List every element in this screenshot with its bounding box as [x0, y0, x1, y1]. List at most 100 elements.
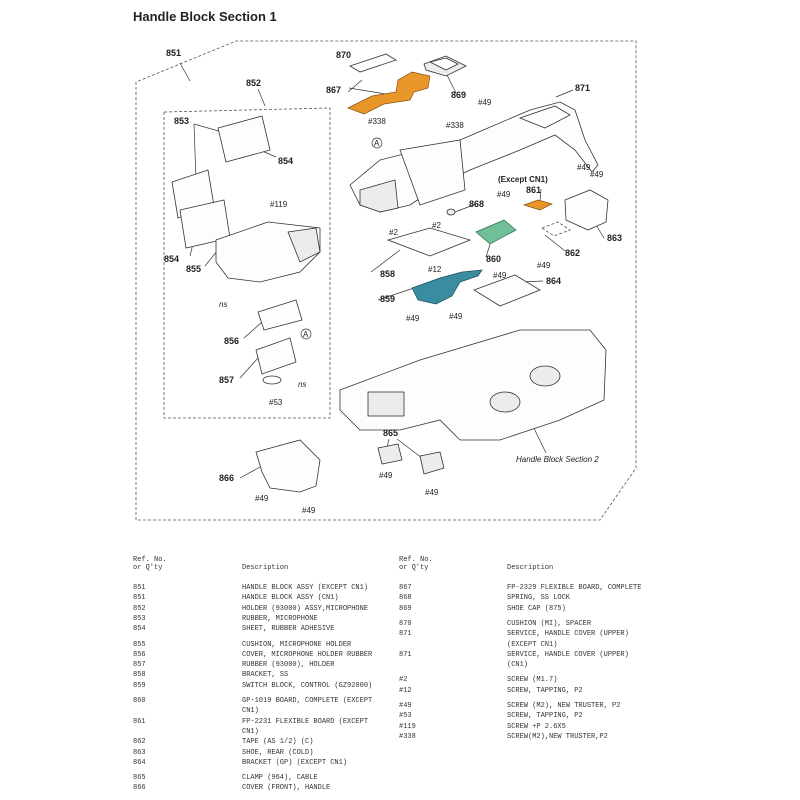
- note-screw-338-2: #338: [446, 121, 464, 130]
- table-row-description: SWITCH BLOCK, CONTROL (GZ92000): [242, 681, 373, 690]
- callout-870: 870: [336, 50, 351, 60]
- header-ref-line1: Ref. No.: [133, 556, 167, 564]
- note-screw-119: #119: [270, 200, 288, 209]
- table-row-description: SERVICE, HANDLE COVER (UPPER): [507, 650, 629, 659]
- table-row-description: HANDLE BLOCK ASSY (CN1): [242, 594, 339, 603]
- callout-863: 863: [607, 233, 622, 243]
- table-row-ref: 871: [399, 630, 412, 639]
- table-row-description: SHOE, REAR (COLD): [242, 748, 314, 757]
- table-row-ref: 856: [133, 650, 146, 659]
- table-row-ref: #2: [399, 676, 408, 685]
- part-864-bracket-gp: [473, 274, 541, 307]
- note-screw-49-6: #49: [537, 261, 551, 270]
- table-row-ref: 857: [133, 661, 146, 670]
- part-859-switch-block: [411, 269, 483, 305]
- part-867-flexible-board: [347, 71, 431, 115]
- table-row-description: SCREW (M2), NEW TRUSTER, P2: [507, 702, 621, 710]
- table-row-description: SCREW (M1.7): [507, 676, 558, 685]
- callout-853: 853: [174, 116, 189, 126]
- note-screw-2: #2: [389, 228, 398, 237]
- table-row-ref: 868: [399, 594, 412, 603]
- note-screw-49-11: #49: [255, 494, 269, 503]
- table-row-ref: 861: [133, 717, 146, 726]
- part-863-rear-shoe: [564, 189, 609, 231]
- note-screw-49-4: #49: [497, 190, 511, 199]
- table-row-ref: 871: [399, 650, 412, 659]
- table-row-description: CUSHION (MI), SPACER: [507, 619, 592, 628]
- note-screw-49-3: #49: [590, 170, 604, 179]
- table-row-ref: 862: [133, 738, 146, 747]
- note-screw-2-2: #2: [432, 221, 441, 230]
- callout-864: 864: [546, 276, 561, 286]
- table-row-description: CN1): [242, 727, 259, 736]
- note-screw-49-9: #49: [379, 471, 393, 480]
- page-title: Handle Block Section 1: [133, 9, 277, 24]
- table-row-description: SERVICE, HANDLE COVER (UPPER): [507, 630, 629, 639]
- microphone-holder-boundary: [163, 107, 331, 419]
- screw-notes: #49 #338 #338 #49 #49 (Except CN1) #49 #…: [219, 98, 604, 515]
- part-856-cover: [257, 299, 303, 331]
- table-row-description: (EXCEPT CN1): [507, 640, 558, 649]
- table-row-ref: 853: [133, 614, 146, 623]
- header-ref-line2: or Q'ty: [133, 564, 163, 572]
- table-row-description: RUBBER, MICROPHONE: [242, 614, 318, 623]
- table-row-description: SHOE CAP (875): [507, 604, 566, 613]
- table-row-description: RUBBER (93000), HOLDER: [242, 661, 335, 670]
- callout-859: 859: [380, 294, 395, 304]
- table-row-description: SCREW(M2),NEW TRUSTER,P2: [507, 732, 608, 741]
- table-row-description: FP-2329 FLEXIBLE BOARD, COMPLETE: [507, 584, 642, 592]
- table-row-ref: #49: [399, 702, 412, 710]
- note-screw-49: #49: [478, 98, 492, 107]
- table-row-ref: 851: [133, 584, 146, 592]
- table-row-description: SCREW +P 2.6X5: [507, 722, 566, 731]
- callout-852: 852: [246, 78, 261, 88]
- table-row-description: TAPE (AS 1/2) (C): [242, 738, 314, 747]
- table-row-description: SCREW, TAPPING, P2: [507, 712, 583, 721]
- table-row-description: SCREW, TAPPING, P2: [507, 686, 583, 695]
- part-858-bracket-ss: [386, 227, 472, 257]
- callout-871: 871: [575, 83, 590, 93]
- table-row-description: SHEET, RUBBER ADHESIVE: [242, 625, 335, 634]
- note-handle-block-section-2: Handle Block Section 2: [516, 455, 599, 464]
- part-865-cable-clamp: [377, 443, 403, 465]
- table-row-description: HANDLE BLOCK ASSY (EXCEPT CN1): [242, 584, 369, 592]
- part-868-spring: [446, 208, 456, 216]
- table-row-description: (CN1): [507, 661, 529, 670]
- note-screw-12: #12: [428, 265, 442, 274]
- callout-856: 856: [224, 336, 239, 346]
- part-861-flexible-board: [522, 199, 553, 211]
- callout-869: 869: [451, 90, 466, 100]
- reference-mark-a-2: [300, 328, 312, 340]
- table-row-description: BRACKET (GP) (EXCEPT CN1): [242, 758, 348, 767]
- note-screw-49-2: #49: [577, 163, 591, 172]
- table-row-ref: 867: [399, 584, 412, 592]
- table-row-ref: 869: [399, 604, 412, 613]
- reference-mark-a-label: A: [374, 139, 380, 148]
- reference-mark-a-label-2: A: [303, 330, 309, 339]
- note-screw-53: #53: [269, 398, 283, 407]
- part-871-handle-cover-upper: [349, 101, 599, 213]
- note-screw-49-7: #49: [406, 314, 420, 323]
- note-except-cn1: (Except CN1): [498, 175, 548, 184]
- table-row-ref: #53: [399, 712, 412, 721]
- callout-854: 854: [278, 156, 293, 166]
- table-row-ref: #12: [399, 686, 412, 695]
- note-ns-2: ns: [298, 380, 306, 389]
- table-row-ref: #338: [399, 732, 416, 741]
- table-row-description: FP-2231 FLEXIBLE BOARD (EXCEPT: [242, 717, 369, 726]
- table-row-ref: 855: [133, 640, 146, 649]
- table-row-ref: 858: [133, 671, 146, 680]
- part-860-gp-1019-board: [475, 219, 517, 245]
- callout-854-2: 854: [164, 254, 179, 264]
- table-row-ref: #119: [399, 722, 416, 731]
- callout-labels: 851 852 853 854 854 855 856 857 858 859 …: [164, 48, 622, 483]
- table-row-description: BRACKET, SS: [242, 671, 289, 680]
- handle-body-lower: [339, 329, 607, 441]
- table-row-ref: 859: [133, 681, 146, 690]
- table-row-ref: 860: [133, 697, 146, 705]
- part-865-cable-clamp-2: [419, 451, 445, 475]
- note-screw-49-10: #49: [425, 488, 439, 497]
- table-row-description: CN1): [242, 707, 259, 716]
- table-row-ref: 870: [399, 619, 412, 628]
- table-row-ref: 863: [133, 748, 146, 757]
